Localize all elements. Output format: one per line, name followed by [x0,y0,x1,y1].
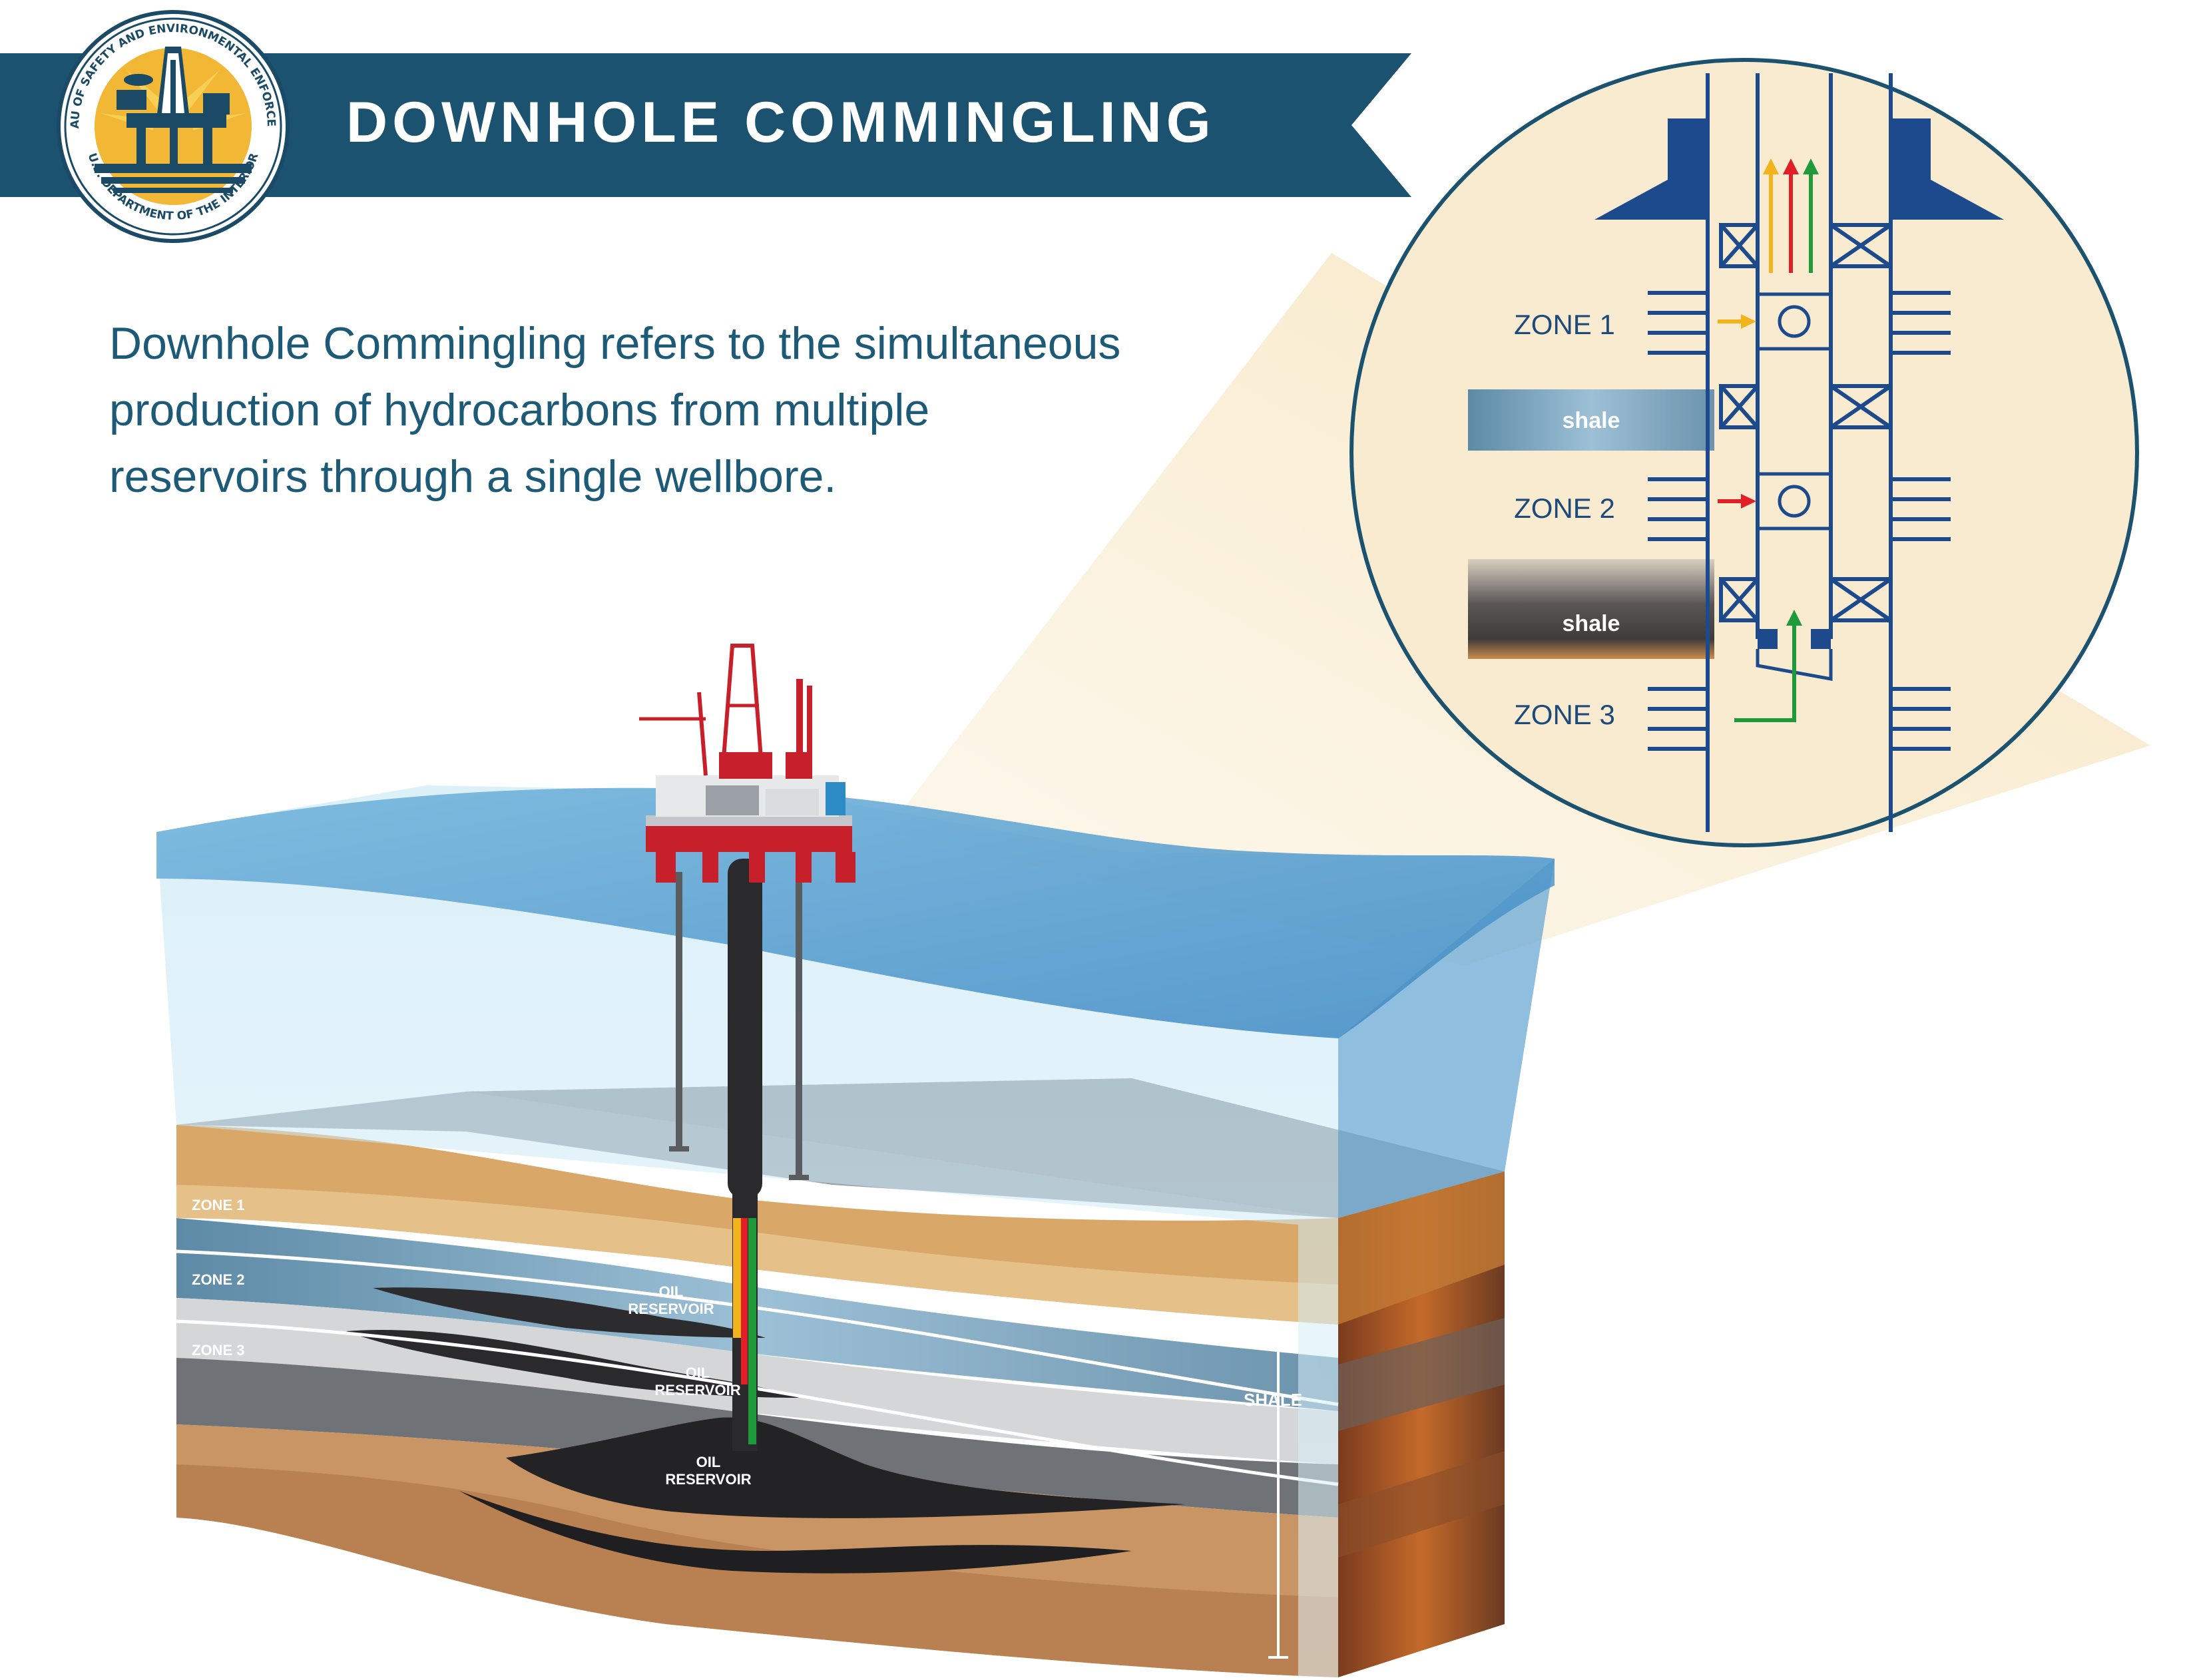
intro-line-1: Downhole Commingling refers to the simul… [109,318,1121,369]
perforations [1648,291,1951,751]
page-title: DOWNHOLE COMMINGLING [346,91,1216,154]
reservoir1-label-line2: RESERVOIR [628,1301,714,1317]
wellhead-flange-right [1891,118,2004,220]
detail-shale-label-2: shale [1563,611,1620,636]
ocean-surface [156,787,1555,1038]
flow-arrows [1718,158,1819,722]
title-banner [0,53,1411,197]
reservoir-zone2 [373,1287,766,1338]
shale-bracket-label: SHALE [1244,1390,1302,1410]
reservoir3-label-line2: RESERVOIR [665,1471,751,1488]
detail-zone3-label: ZONE 3 [1514,699,1615,730]
offshore-platform-icon [639,644,855,883]
zone3-flow-pipe [748,1218,756,1444]
reservoir2-label-line2: RESERVOIR [654,1382,740,1398]
wellbore-casing [728,859,762,1198]
wellbore-detail-magnifier: shale shale ZONE 1 ZONE 2 ZONE 3 [1349,58,2139,847]
platform-leg-left [676,872,682,1152]
reservoir3-label-line1: OIL [696,1454,721,1470]
reservoir2-label-line1: OIL [686,1365,710,1381]
detail-shale-strip-1 [1468,389,1714,451]
cross-section-zone1-label: ZONE 1 [192,1197,244,1213]
bsee-seal-logo: BUREAU OF SAFETY AND ENVIRONMENTAL ENFOR… [48,0,293,246]
cross-section-zone3-label: ZONE 3 [192,1342,244,1359]
reservoir-zone3-deep [506,1417,1185,1518]
zone1-flow-pipe [733,1218,741,1338]
packers [1719,223,1893,622]
intro-paragraph: Downhole Commingling refers to the simul… [109,310,1347,510]
intro-line-3: reservoirs through a single wellbore. [109,451,837,502]
detail-shale-label-1: shale [1563,408,1620,433]
wellhead-flange-left [1594,118,1708,220]
sliding-sleeves [1756,292,1833,530]
intro-line-2: production of hydrocarbons from multiple [109,385,930,435]
zone2-flow-pipe [741,1218,748,1384]
detail-zone1-label: ZONE 1 [1514,309,1615,340]
reservoir1-label-line1: OIL [659,1283,684,1300]
platform-leg-right [796,872,802,1178]
cross-section-zone2-label: ZONE 2 [192,1271,244,1288]
water-side [1338,859,1555,1218]
detail-zone2-label: ZONE 2 [1514,493,1615,524]
shale-bracket [1268,1327,1288,1659]
detail-shale-strip-2 [1468,559,1714,659]
